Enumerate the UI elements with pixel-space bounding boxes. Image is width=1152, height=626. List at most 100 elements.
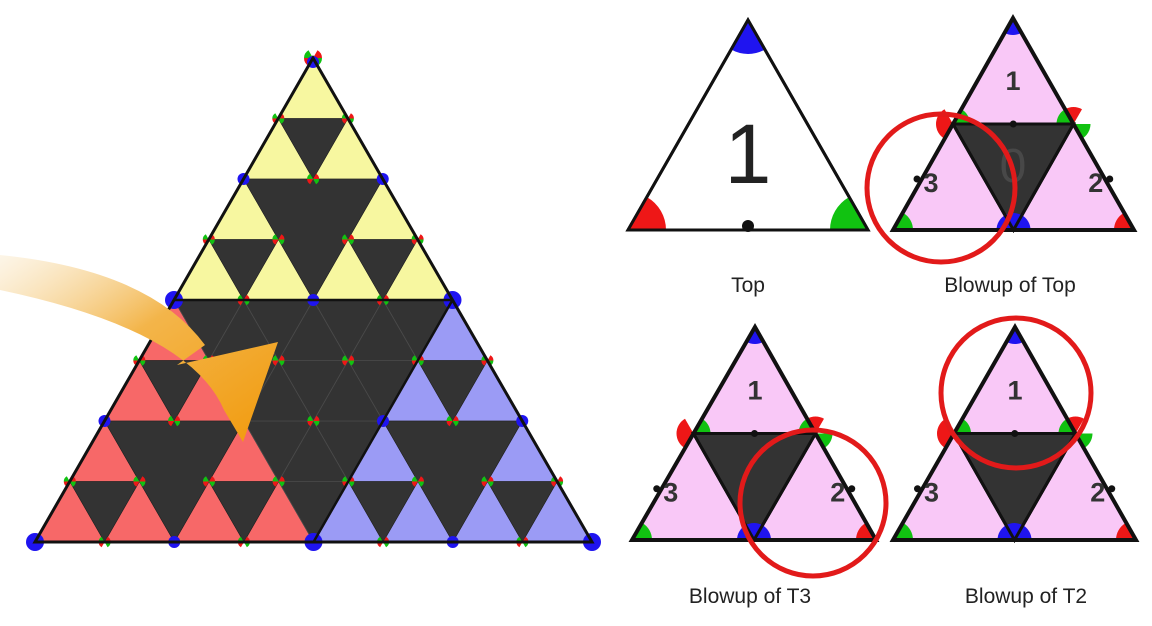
junction-marker [446,415,459,427]
green-marker [278,360,285,366]
caption-blowup-of-t2: Blowup of T2 [965,585,1087,608]
edge-dot [1011,430,1019,437]
junction-marker [307,415,320,427]
blowup-t3-label-2: 2 [830,478,845,508]
fractal-dark-tile [69,481,140,543]
green-marker [272,234,279,240]
red-marker [203,481,209,487]
blowup-top-label-2: 2 [1088,168,1103,198]
green-marker [139,360,146,366]
junction-marker [342,355,355,366]
green-marker [487,481,494,487]
red-marker [481,481,488,487]
green-marker [417,481,424,487]
green-marker [348,360,355,366]
blowup-of-t3-panel: 123 [628,322,880,544]
red-marker [307,421,314,427]
blowup-t2-label-3: 3 [924,478,939,508]
green-marker [278,118,285,124]
green-marker [348,239,354,245]
green-marker [209,481,215,487]
green-marker [278,481,285,487]
red-marker [1065,107,1082,124]
highlight-circle-top-t3 [864,111,1018,265]
red-marker [676,418,694,434]
red-corner-marker [628,197,666,230]
red-marker [272,481,279,487]
red-marker [272,360,279,366]
junction-marker [168,415,181,427]
green-marker [376,294,383,300]
red-marker [278,476,285,482]
red-marker [411,239,418,245]
red-marker [307,179,314,185]
top-tile-number: 1 [725,107,772,201]
red-marker [313,50,322,58]
red-corner-marker [1116,522,1136,540]
junction-marker [342,234,354,245]
fractal-dark-tile [417,360,488,422]
green-marker [304,50,313,58]
blowup-t3-label-1: 1 [747,375,762,405]
green-marker [278,239,285,245]
blue-corner-marker [1004,18,1022,35]
green-marker [307,415,314,421]
red-marker [487,476,494,482]
red-marker [348,234,354,240]
green-marker [382,300,389,306]
blowup-top-label-1: 1 [1005,66,1020,96]
edge-dot [848,485,856,493]
junction-marker [307,173,320,185]
curved-arrow [0,255,278,442]
fractal-dark-tile [347,239,419,301]
red-marker [551,481,558,487]
blue-corner-marker [746,327,764,344]
red-marker [417,234,424,240]
caption-top: Top [731,274,765,297]
junction-marker [481,476,494,487]
green-marker [342,234,348,240]
red-marker [557,476,564,482]
junction-marker [237,294,250,306]
fractal-dark-tile [277,420,349,482]
top-tile-panel: 1 [625,16,871,232]
edge-dot [1108,485,1116,493]
green-marker [348,481,355,487]
red-marker [237,300,244,306]
red-marker [807,416,824,434]
green-marker [417,360,424,366]
red-marker [452,415,459,421]
blue-corner-marker [1006,523,1023,540]
green-marker [133,355,140,361]
junction-marker [272,234,285,245]
red-marker [341,118,348,124]
green-marker [202,234,209,240]
green-marker [63,476,70,482]
junction-marker [376,294,389,306]
red-marker [243,294,250,300]
red-marker [1067,416,1084,434]
blue-corner-marker [1014,525,1032,540]
junction-marker [203,476,215,487]
red-marker [481,360,488,366]
red-marker [411,481,418,487]
blue-corner-marker [731,20,765,54]
blue-corner-marker [745,523,763,540]
fractal-dark-tile [277,360,349,422]
green-marker [313,179,320,185]
red-corner-marker [856,522,876,540]
green-marker [307,173,314,179]
green-corner-marker [893,212,913,230]
red-marker [209,476,215,482]
region-divider [312,299,454,543]
red-marker [342,239,348,245]
green-marker [168,415,175,421]
blowup-t2-label-2: 2 [1090,478,1105,508]
red-corner-marker [1114,212,1134,230]
blue-corner-marker [1006,327,1024,344]
blue-corner-marker [754,525,771,540]
fractal-dark-tile [208,481,280,543]
green-marker [272,355,279,361]
fractal-dark-tile [277,118,349,180]
